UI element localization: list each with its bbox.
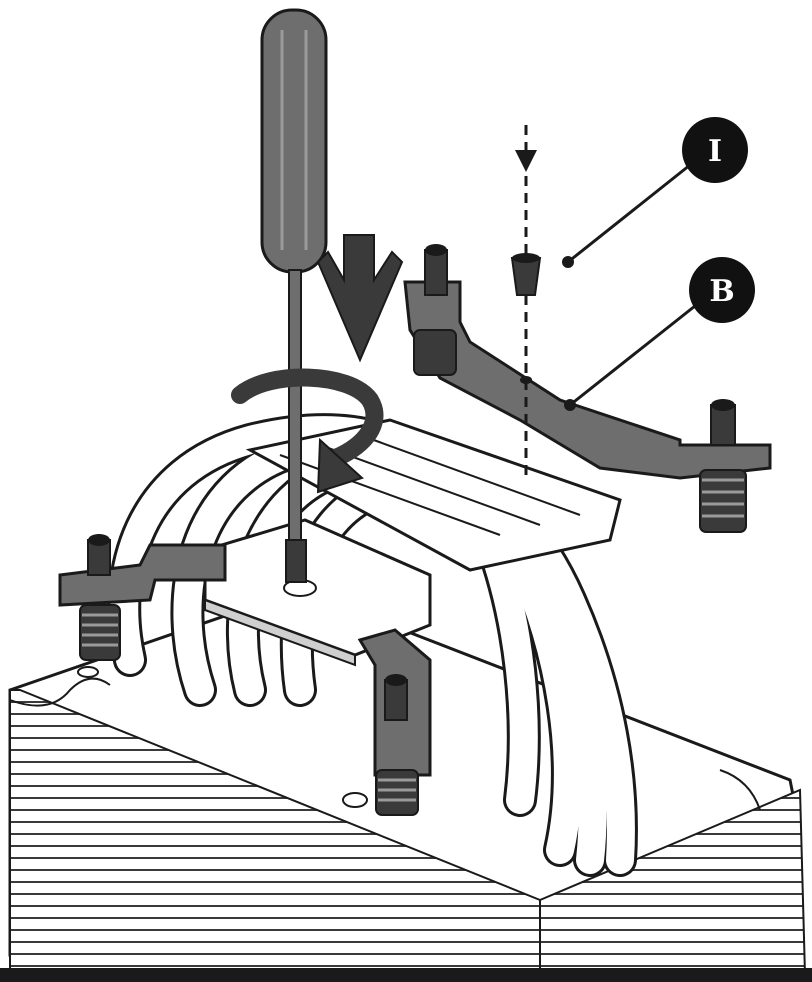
callout-badge-I: I [682, 117, 748, 183]
callout-leaders [562, 163, 701, 411]
base-clamp-plate [203, 518, 432, 667]
rotate-clockwise-arrow-icon [231, 368, 384, 494]
screwdriver-shaft [288, 269, 302, 541]
mounting-bracket-left [58, 534, 227, 661]
screwdriver-handle [260, 8, 328, 274]
callout-label-B: B [709, 274, 734, 309]
screwdriver-tip-screw [285, 539, 307, 583]
insert-direction-arrow-icon [515, 125, 537, 478]
plate-hole-left [342, 792, 368, 808]
screwdriver-icon [260, 8, 328, 583]
plate-hole-top [77, 666, 99, 678]
callout-badge-B: B [689, 257, 755, 323]
mounting-bar [403, 244, 772, 533]
push-down-arrow-icon [316, 234, 404, 363]
callout-label-I: I [708, 134, 722, 169]
mounting-bracket-front [357, 628, 432, 816]
screw-insert [510, 253, 542, 296]
